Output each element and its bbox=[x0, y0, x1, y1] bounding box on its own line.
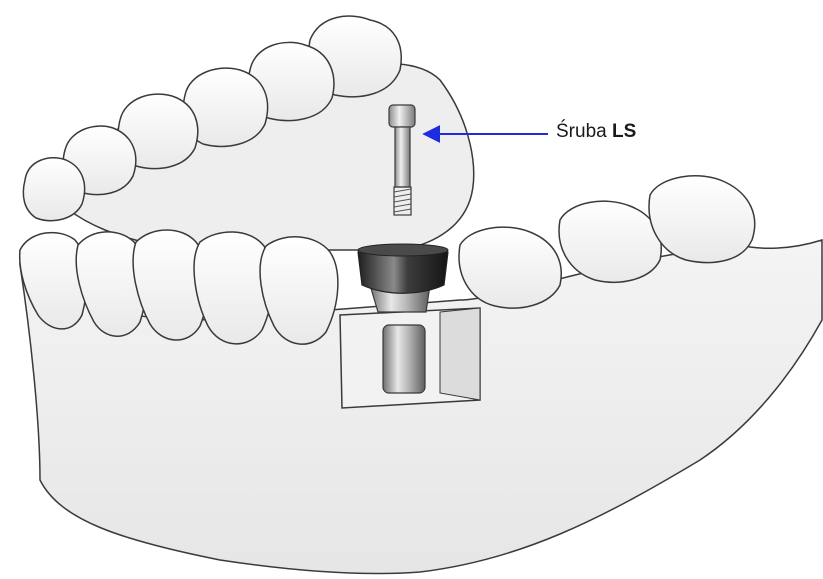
screw-head bbox=[389, 105, 415, 127]
abutment-top bbox=[358, 244, 448, 256]
upper-tooth bbox=[23, 158, 84, 221]
lower-front-teeth bbox=[20, 230, 338, 344]
lower-tooth bbox=[559, 201, 661, 282]
callout-label-text: Śruba bbox=[556, 121, 607, 142]
lower-tooth bbox=[459, 227, 561, 308]
lower-tooth bbox=[649, 176, 755, 263]
callout-label-bold: LS bbox=[612, 121, 636, 142]
callout-label: Śruba LS bbox=[556, 121, 636, 143]
socket-inner-wall bbox=[440, 308, 480, 400]
implant-body bbox=[383, 325, 425, 393]
screw-shaft bbox=[395, 127, 410, 187]
